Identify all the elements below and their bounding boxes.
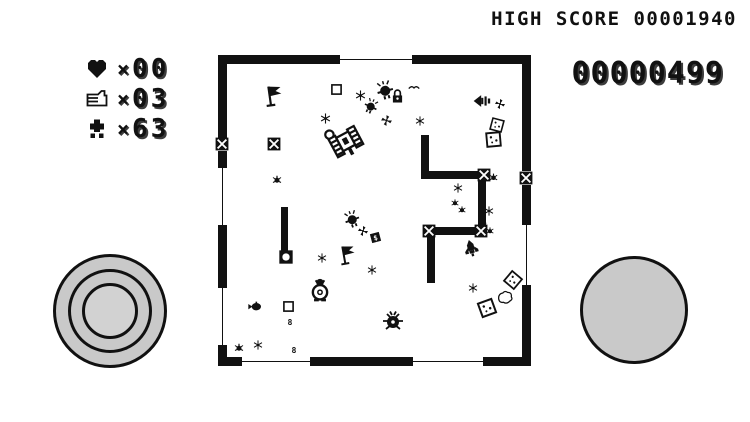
sprite-xblock xyxy=(519,171,533,185)
sprite-rocket xyxy=(459,236,483,260)
wall-segment xyxy=(218,225,227,288)
wall-segment xyxy=(340,59,412,60)
sprite-bug xyxy=(233,342,245,354)
sprite-xblock xyxy=(267,137,281,151)
wall-segment xyxy=(218,151,227,168)
svg-text:8: 8 xyxy=(292,345,297,355)
sprite-robot xyxy=(360,95,381,116)
sprite-xblock xyxy=(474,224,488,238)
wall-segment xyxy=(421,171,479,179)
sprite-pinwheel xyxy=(380,114,393,127)
wall-segment xyxy=(413,361,483,362)
wall-segment xyxy=(522,55,531,171)
score-display: 00000499 xyxy=(571,56,724,91)
lives-value: 00 xyxy=(132,53,170,84)
sprite-lock xyxy=(389,88,406,105)
joystick-knob xyxy=(82,283,138,339)
sprite-star xyxy=(355,89,366,101)
wall-segment xyxy=(222,288,223,345)
sprite-star xyxy=(468,283,478,293)
sprite-box xyxy=(282,300,295,313)
wall-segment xyxy=(483,357,530,366)
wall-segment xyxy=(218,345,227,366)
sprite-eight: 8 xyxy=(287,343,301,357)
high-score: HIGH SCORE 00001940 xyxy=(491,8,737,30)
sprite-dice xyxy=(483,129,504,150)
sprite-xblock xyxy=(422,224,436,238)
sprite-dice xyxy=(500,267,525,292)
multiply-sign: × xyxy=(117,86,130,111)
wall-segment xyxy=(218,55,340,64)
counter-items: × 03 xyxy=(85,83,170,114)
wall-segment xyxy=(526,225,527,285)
sprite-flag xyxy=(332,242,360,270)
sprite-star xyxy=(367,265,377,275)
sprite-dice xyxy=(474,295,500,321)
sprite-tank xyxy=(321,116,370,165)
joystick[interactable] xyxy=(53,254,167,368)
multiply-sign: × xyxy=(117,116,130,141)
robot-icon xyxy=(85,117,111,141)
wall-segment xyxy=(281,207,288,254)
enemies-value: 63 xyxy=(132,113,170,144)
fire-button[interactable] xyxy=(580,256,688,364)
sprite-xblock xyxy=(215,137,229,151)
sprite-box xyxy=(330,83,343,96)
sprite-snowman xyxy=(307,276,333,302)
sprite-star xyxy=(415,116,425,126)
heart-icon xyxy=(85,57,111,81)
sprite-robot xyxy=(373,78,397,102)
wall-segment xyxy=(218,55,227,138)
counter-enemies: × 63 xyxy=(85,113,170,144)
sprite-bug xyxy=(450,198,460,208)
wall-segment xyxy=(478,181,486,227)
wall-segment xyxy=(242,361,310,362)
counter-lives: × 00 xyxy=(85,53,170,84)
wall-segment xyxy=(433,227,477,235)
wall-segment xyxy=(522,285,531,366)
sprite-spider xyxy=(381,309,405,333)
sprite-star xyxy=(253,340,263,350)
wall-segment xyxy=(421,135,429,175)
sprite-bug xyxy=(488,172,499,183)
sprite-trumpet xyxy=(472,91,492,111)
sprite-pinwheel xyxy=(494,98,506,110)
sprite-flag xyxy=(257,82,286,111)
sprite-pinwheel xyxy=(357,225,369,237)
sprite-star xyxy=(453,183,463,193)
wall-segment xyxy=(218,357,242,366)
hand-icon xyxy=(85,87,111,111)
sprite-bug xyxy=(485,226,495,236)
svg-text:8: 8 xyxy=(288,317,293,327)
sprite-star xyxy=(317,253,327,263)
sprite-polebase xyxy=(278,249,294,265)
hud-counters: × 00 × 03 × 63 xyxy=(85,53,170,144)
wall-segment xyxy=(222,168,223,225)
sprite-ghost xyxy=(495,288,516,309)
wall-segment xyxy=(412,55,530,64)
sprite-xblock xyxy=(477,168,491,182)
sprite-robot xyxy=(340,207,363,230)
sprite-dice xyxy=(487,115,507,135)
wall-segment xyxy=(427,237,435,283)
sprite-fish xyxy=(247,298,263,314)
sprite-bug xyxy=(478,220,488,230)
sprite-bug xyxy=(271,174,283,186)
sprite-bug xyxy=(457,205,467,215)
svg-text:$: $ xyxy=(372,232,378,242)
sprite-dollar: $ xyxy=(367,229,383,245)
sprite-eight: 8 xyxy=(283,315,297,329)
sprite-star xyxy=(320,112,331,124)
items-value: 03 xyxy=(132,83,170,114)
sprite-bird xyxy=(407,81,421,95)
joystick-ring xyxy=(68,269,152,353)
sprite-star xyxy=(484,206,494,216)
multiply-sign: × xyxy=(117,56,130,81)
wall-segment xyxy=(310,357,413,366)
wall-segment xyxy=(522,185,531,225)
